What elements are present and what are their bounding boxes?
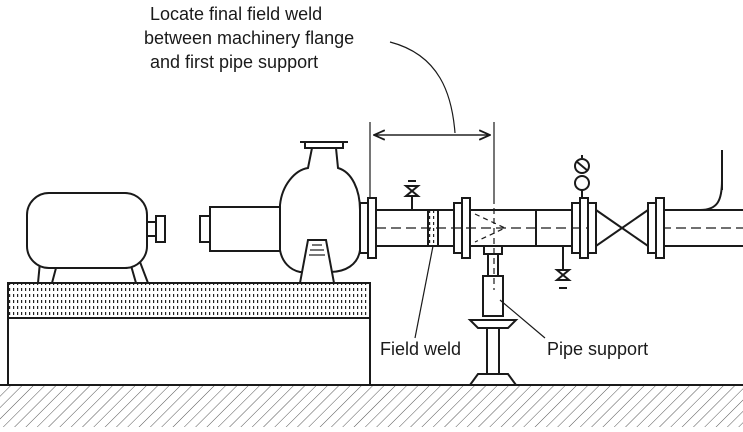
gate-valve [587, 197, 665, 259]
check-valve [574, 155, 590, 198]
pipe-spool [375, 180, 743, 289]
field-weld-label: Field weld [380, 339, 461, 359]
pump [279, 141, 377, 284]
pipe-support-leader [499, 299, 546, 339]
coupling [199, 206, 281, 252]
downstream-pipe [664, 150, 743, 247]
note-leader [389, 41, 456, 134]
ground [0, 384, 743, 427]
note-line-2: between machinery flange [144, 28, 354, 48]
note-line-3: and first pipe support [150, 52, 318, 72]
pipe-support-label: Pipe support [547, 339, 648, 359]
field-weld-leader [414, 245, 434, 339]
baseplate [7, 282, 371, 386]
pipe-support [467, 245, 519, 386]
dimension-line [369, 122, 495, 290]
note-line-1: Locate final field weld [150, 4, 322, 24]
motor [26, 192, 166, 284]
